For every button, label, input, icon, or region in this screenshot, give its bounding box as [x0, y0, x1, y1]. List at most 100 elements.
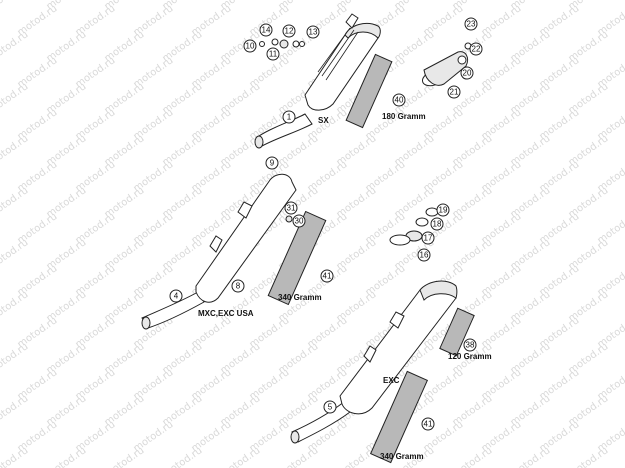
callout-23: 23: [464, 17, 478, 31]
watermark-text: motod.ru: [451, 445, 495, 468]
svg-text:8: 8: [236, 282, 241, 291]
sx-pipe-inlet: [254, 135, 264, 149]
sx-silencer-assembly: [254, 13, 393, 149]
mxc-mount-tab-upper: [237, 201, 253, 219]
svg-text:22: 22: [472, 45, 481, 54]
callout-9: 9: [265, 156, 279, 170]
watermark-text: motod.ru: [567, 445, 611, 468]
callout-31: 31: [284, 201, 298, 215]
svg-text:12: 12: [285, 27, 294, 36]
svg-text:5: 5: [328, 403, 333, 412]
callout-20: 20: [460, 66, 474, 80]
sx-mount-tab: [345, 13, 359, 29]
svg-text:41: 41: [323, 272, 332, 281]
exc-packing-120: [439, 307, 475, 357]
callout-8: 8: [231, 279, 245, 293]
ring-18: [415, 217, 429, 227]
label-340-gramm-mxc: 340 Gramm: [278, 293, 322, 302]
label-mxc-exc-usa: MXC,EXC USA: [198, 309, 254, 318]
svg-text:38: 38: [466, 341, 475, 350]
watermark-text: motod.ru: [0, 445, 30, 468]
mxc-mount-tab-lower: [209, 235, 223, 253]
svg-text:19: 19: [439, 206, 448, 215]
callout-11: 11: [266, 47, 280, 61]
watermark-text: motod.ru: [0, 237, 30, 272]
callout-14: 14: [259, 23, 273, 37]
mxc-nut: [285, 215, 293, 223]
callout-21: 21: [447, 85, 461, 99]
watermark-text: motod.ru: [0, 29, 30, 64]
exc-mount-tab-upper: [389, 311, 405, 329]
svg-text:40: 40: [395, 96, 404, 105]
watermark-text: motod.ru: [0, 341, 30, 376]
label-exc: EXC: [383, 376, 400, 385]
exc-mount-tab-lower: [363, 345, 377, 363]
mxc-packing-340: [267, 210, 327, 306]
watermark-text: motod.ru: [103, 445, 147, 468]
watermark-text: motod.ru: [509, 445, 553, 468]
label-sx: SX: [318, 116, 329, 125]
callout-13: 13: [306, 25, 320, 39]
watermark-text: motod.ru: [0, 0, 30, 12]
ring-19: [425, 207, 439, 217]
callout-40: 40: [392, 93, 406, 107]
svg-text:9: 9: [270, 159, 275, 168]
callout-22: 22: [469, 42, 483, 56]
washer-icon: [271, 38, 279, 46]
watermark-text: motod.ru: [277, 445, 321, 468]
svg-text:10: 10: [246, 42, 255, 51]
callout-30: 30: [292, 214, 306, 228]
callout-12: 12: [282, 24, 296, 38]
svg-text:41: 41: [424, 420, 433, 429]
end-cap-bolt: [457, 55, 467, 65]
callout-19: 19: [436, 203, 450, 217]
svg-text:4: 4: [174, 292, 179, 301]
svg-text:31: 31: [287, 204, 296, 213]
sx-silencer-endcap: [344, 22, 381, 39]
svg-text:1: 1: [287, 113, 292, 122]
svg-text:17: 17: [424, 234, 433, 243]
watermark-text: motod.ru: [0, 133, 30, 168]
svg-text:16: 16: [420, 251, 429, 260]
exc-silencer-endcap: [419, 280, 458, 301]
watermark-text: motod.ru: [0, 393, 30, 428]
callout-16: 16: [417, 248, 431, 262]
svg-text:14: 14: [262, 26, 271, 35]
label-120-gramm: 120 Gramm: [448, 352, 492, 361]
svg-text:11: 11: [269, 50, 278, 59]
exc-packing-340: [369, 370, 429, 464]
svg-text:13: 13: [309, 28, 318, 37]
bolt-icon: [259, 41, 265, 47]
end-cap-cone: [423, 51, 469, 86]
clamp-16: [389, 234, 411, 246]
svg-text:23: 23: [467, 20, 476, 29]
clip-icon: [299, 41, 305, 47]
callout-18: 18: [430, 217, 444, 231]
callout-4: 4: [169, 289, 183, 303]
mxc-silencer-assembly: [141, 173, 439, 330]
callout-5: 5: [323, 400, 337, 414]
watermark-text: motod.ru: [335, 445, 379, 468]
sx-header-pipe: [255, 113, 313, 147]
nut-icon: [279, 39, 289, 49]
label-180-gramm: 180 Gramm: [382, 112, 426, 121]
spring-icon: [292, 40, 300, 48]
mxc-silencer-body: [195, 173, 297, 303]
svg-text:18: 18: [433, 220, 442, 229]
label-340-gramm-exc: 340 Gramm: [380, 452, 424, 461]
watermark-text: motod.ru: [0, 289, 30, 324]
mxc-pipe-inlet: [141, 316, 151, 330]
callout-41-mxc: 41: [320, 269, 334, 283]
exc-pipe-inlet: [290, 430, 300, 444]
sx-packing-180: [345, 53, 393, 129]
watermark-text: motod.ru: [161, 445, 205, 468]
callout-10: 10: [243, 39, 257, 53]
callout-17: 17: [421, 231, 435, 245]
callout-38: 38: [463, 338, 477, 352]
svg-text:30: 30: [295, 217, 304, 226]
watermark-text: motod.ru: [0, 185, 30, 220]
mxc-header-pipe: [141, 291, 205, 329]
svg-text:21: 21: [450, 88, 459, 97]
